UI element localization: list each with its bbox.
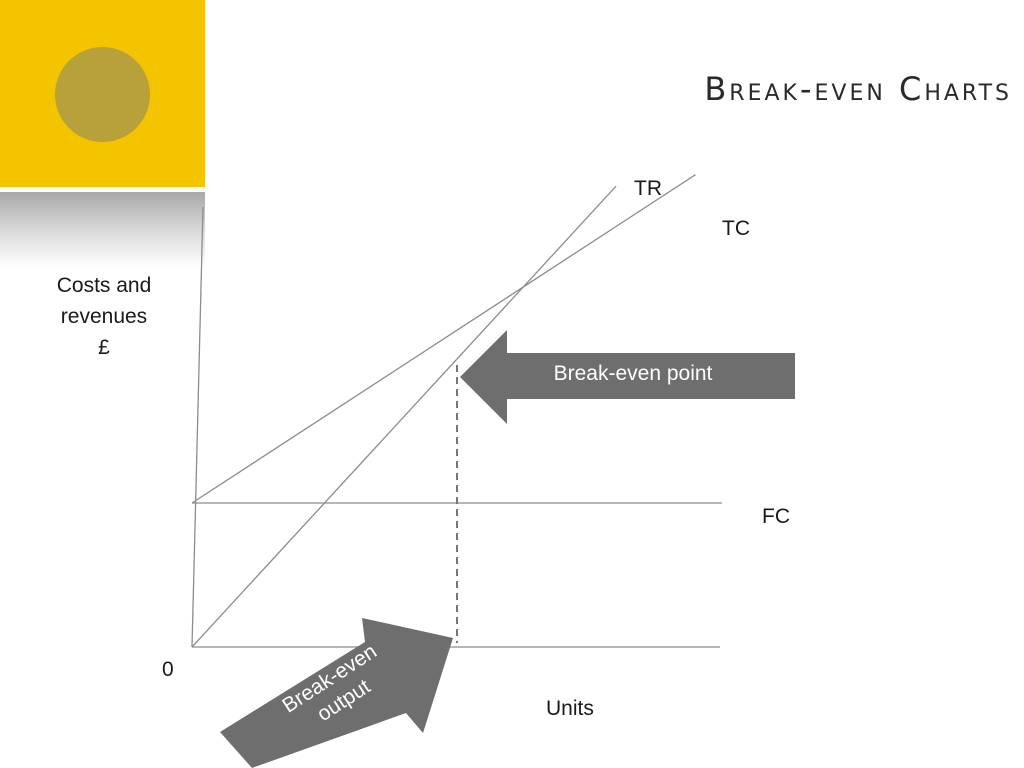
y-axis-label-line-2: revenues [60, 305, 148, 328]
break-even-output-arrow [220, 618, 453, 768]
series-line-tc [191, 174, 696, 504]
slide-title: Break-even Charts [704, 70, 1012, 108]
series-label-fc: FC [762, 505, 790, 528]
break-even-point-label: Break-even point [553, 362, 713, 385]
series-label-tc: TC [722, 217, 750, 240]
decorative-circle [55, 47, 150, 142]
decorative-gradient-bar [0, 192, 205, 267]
origin-label: 0 [162, 658, 174, 681]
y-axis-label-line-3: £ [98, 336, 110, 359]
series-line-tr [191, 185, 617, 648]
y-axis [191, 206, 204, 648]
break-even-point-arrow [460, 330, 795, 424]
y-axis-label: Costs and revenues £ [40, 270, 168, 363]
series-label-tr: TR [634, 177, 662, 200]
x-axis-label: Units [546, 697, 594, 720]
y-axis-label-line-1: Costs and [56, 274, 152, 297]
